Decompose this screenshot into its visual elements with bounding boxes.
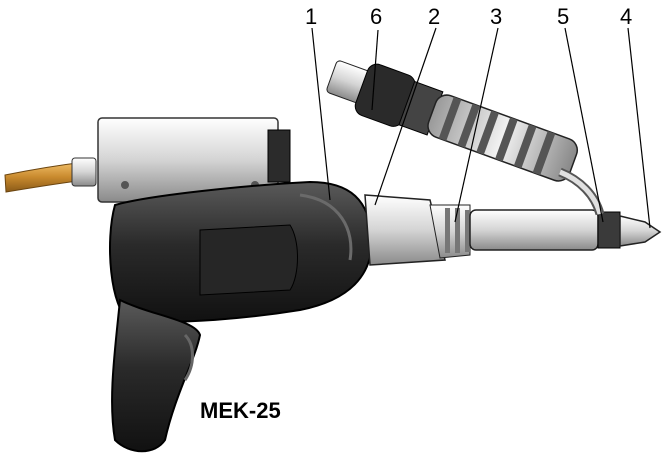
callout-4: 4 [620, 4, 633, 29]
extruder-nozzle [619, 215, 662, 247]
front-collar [364, 194, 446, 266]
callout-1: 1 [305, 4, 318, 29]
extruder-barrel [469, 209, 599, 251]
callout-2: 2 [428, 4, 441, 29]
nozzle-collar [597, 211, 621, 249]
model-label: MEK-25 [200, 398, 281, 423]
leader-lines [311, 27, 651, 229]
pistol-grip [111, 298, 202, 453]
pipe-fitting [71, 157, 97, 187]
barrel-rib-set [445, 208, 470, 253]
body-panel [199, 224, 298, 296]
box-end-cap [267, 129, 291, 183]
callout-3: 3 [490, 4, 503, 29]
hot-air-blower [326, 60, 579, 182]
callout-6: 6 [370, 4, 383, 29]
callout-5: 5 [557, 4, 570, 29]
